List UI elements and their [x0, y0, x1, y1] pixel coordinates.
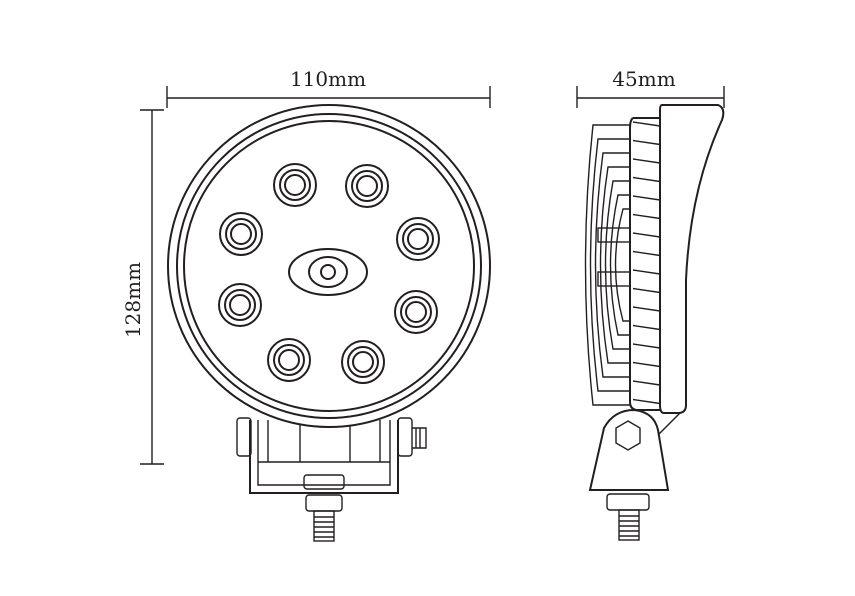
- inner-bezel: [176, 113, 482, 419]
- fin-line: [632, 213, 661, 220]
- heatsink-arc: [594, 152, 630, 378]
- side-tab-lower: [597, 271, 631, 287]
- heatsink-arc: [589, 138, 630, 392]
- heatsink-arc: [604, 180, 630, 350]
- led-icon: [218, 283, 262, 327]
- fin-line: [632, 324, 661, 331]
- fin-line: [632, 139, 661, 146]
- side-fins: [632, 121, 661, 405]
- side-tab-upper: [597, 227, 631, 243]
- heatsink-arc: [599, 166, 630, 364]
- heatsink-arc: [609, 194, 630, 336]
- width-label: 110mm: [290, 67, 366, 91]
- fin-line: [632, 361, 661, 368]
- lens: [183, 120, 475, 412]
- led-icon: [267, 338, 311, 382]
- heatsink-arc: [584, 124, 630, 406]
- led-icon: [345, 164, 389, 208]
- fin-line: [632, 195, 661, 201]
- led-icon: [396, 217, 440, 261]
- fin-line: [632, 121, 661, 127]
- side-housing: [659, 104, 725, 414]
- side-bracket: [588, 408, 681, 541]
- front-bracket: [236, 417, 427, 542]
- side-heatsink-arcs: [584, 124, 630, 406]
- center-logo: [288, 248, 368, 296]
- fin-line: [632, 232, 661, 238]
- fin-line: [632, 398, 661, 405]
- height-label: 128mm: [121, 262, 145, 338]
- led-icon: [394, 290, 438, 334]
- fin-line: [632, 287, 661, 294]
- fin-line: [632, 250, 661, 257]
- led-icon: [219, 212, 263, 256]
- height-dimension: 128mm: [121, 109, 164, 465]
- fin-line: [632, 269, 661, 275]
- fin-line: [632, 380, 661, 386]
- led-group: [218, 163, 440, 384]
- heatsink-arc: [614, 208, 630, 322]
- depth-label: 45mm: [612, 67, 675, 91]
- front-view: [167, 104, 491, 542]
- fin-line: [632, 306, 661, 312]
- width-dimension: 110mm: [166, 67, 491, 108]
- led-icon: [273, 163, 317, 207]
- led-icon: [341, 340, 385, 384]
- outer-bezel: [167, 104, 491, 428]
- side-view: [584, 104, 725, 541]
- fin-line: [632, 343, 661, 349]
- fin-line: [632, 158, 661, 164]
- depth-dimension: 45mm: [576, 67, 725, 108]
- fin-line: [632, 176, 661, 183]
